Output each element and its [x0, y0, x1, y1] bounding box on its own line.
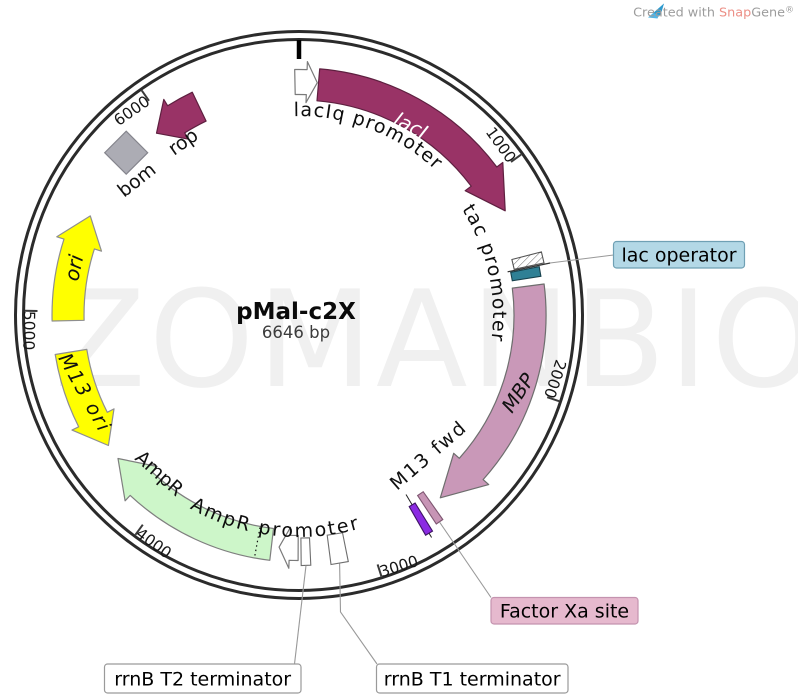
credit-text: Created with SnapGene®: [633, 6, 794, 21]
callout-rrnb-t2-terminator[interactable]: rrnB T2 terminator: [103, 663, 302, 694]
callout-box-rrnb-t2-terminator[interactable]: [103, 663, 302, 694]
callout-text-factor-xa-site[interactable]: Factor Xa site: [500, 601, 629, 623]
plasmid-length: 6646 bp: [262, 323, 330, 342]
feature-m13-ori[interactable]: [54, 348, 115, 447]
feature-lacI[interactable]: [316, 68, 506, 212]
backbone-outer-ring: [14, 30, 584, 600]
callout-rrnb-t1-terminator[interactable]: rrnB T1 terminator: [375, 663, 569, 694]
callout-box-lac-operator[interactable]: [612, 240, 746, 269]
feature-rrnb-t1-terminator[interactable]: [326, 532, 349, 566]
feature-AmpR[interactable]: [117, 457, 275, 561]
connector-rrnb-t2: [293, 565, 307, 665]
tick-label-5000: 5000: [19, 311, 38, 351]
feature-lac-operator[interactable]: [510, 265, 542, 282]
feature-laciq-promoter-arrow[interactable]: [294, 61, 318, 104]
feature-tac-promoter-line[interactable]: [507, 262, 551, 273]
feature-rrnb-t2-terminator[interactable]: [300, 537, 312, 567]
feature-label-ori[interactable]: ori: [59, 252, 88, 283]
feature-m13-fwd[interactable]: [408, 502, 434, 536]
connector-factor-xa: [439, 521, 492, 598]
feature-factor-xa-site[interactable]: [416, 490, 444, 525]
snapgene-logo-icon-accent: [653, 3, 664, 16]
callout-lac-operator[interactable]: lac operator: [612, 240, 746, 269]
features: [51, 61, 551, 569]
feature-rop[interactable]: [155, 91, 207, 140]
callout-text-rrnb-t2-terminator[interactable]: rrnB T2 terminator: [114, 669, 291, 691]
feature-tac-promoter-box[interactable]: [511, 251, 545, 270]
feature-ampr-dotted-line[interactable]: [254, 527, 261, 558]
watermark-text: ZOMANBIO: [54, 262, 798, 418]
plasmid-title: pMal-c2X: [236, 299, 356, 325]
callout-factor-xa-site[interactable]: Factor Xa site: [490, 596, 639, 625]
callout-box-rrnb-t1-terminator[interactable]: [375, 663, 569, 694]
feature-bom[interactable]: [103, 130, 149, 176]
snapgene-credit: Created with SnapGene®: [633, 3, 794, 21]
callout-box-factor-xa-site[interactable]: [490, 596, 639, 625]
feature-ampr-promoter-arrow[interactable]: [278, 526, 299, 569]
backbone-inner-ring: [22, 38, 576, 592]
callout-text-lac-operator[interactable]: lac operator: [621, 245, 736, 267]
feature-ori[interactable]: [51, 215, 103, 322]
callout-text-rrnb-t1-terminator[interactable]: rrnB T1 terminator: [384, 669, 561, 691]
tick-5000: 5000: [19, 309, 38, 351]
connector-rrnb-t1: [339, 563, 378, 665]
callout-connectors: [293, 254, 614, 665]
feature-MBP[interactable]: [439, 283, 547, 499]
connector-lac-operator: [549, 254, 614, 264]
